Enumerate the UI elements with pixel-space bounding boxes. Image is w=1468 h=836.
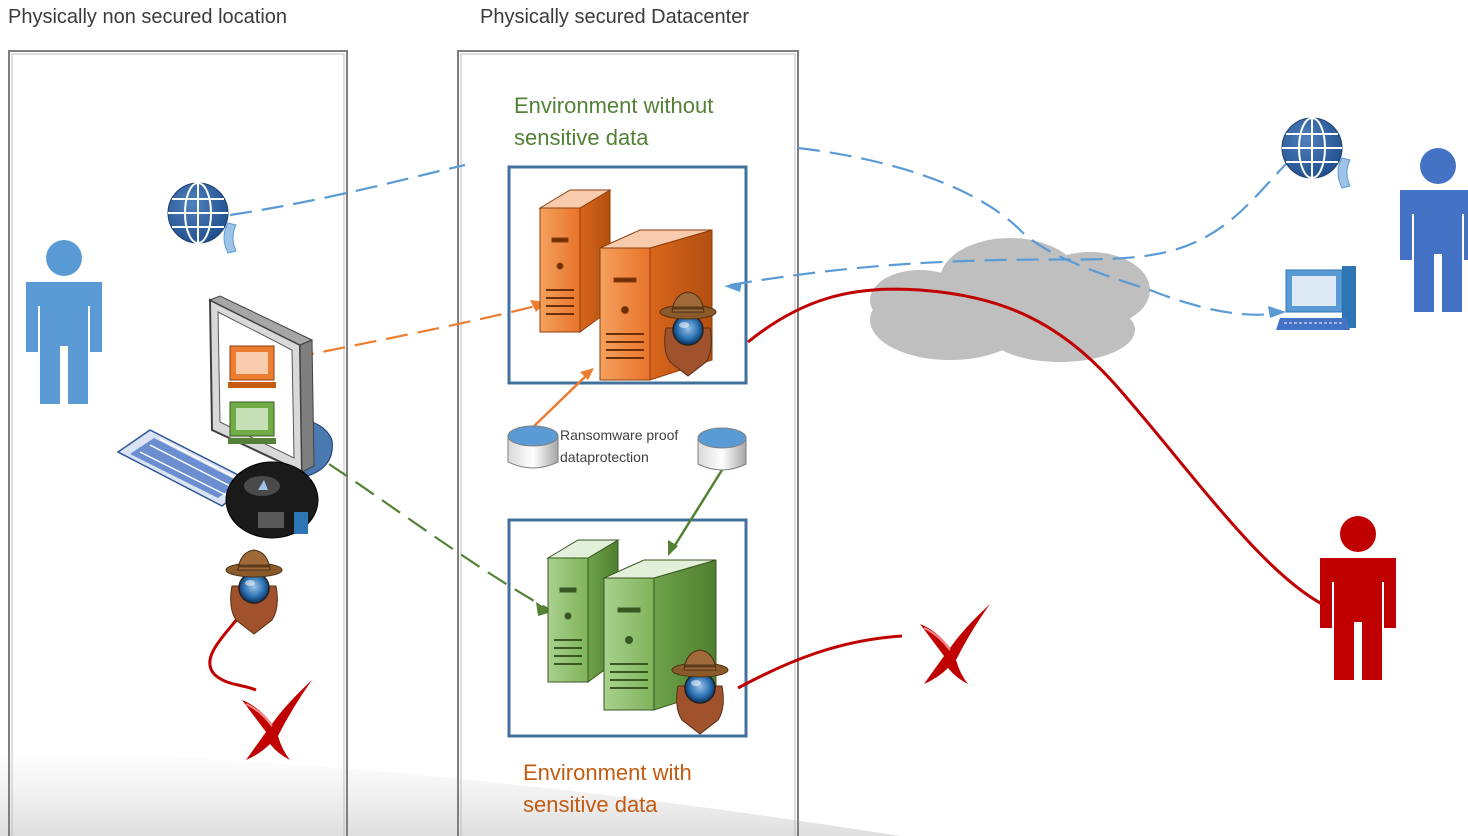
env-without-sensitive-title: Environment without sensitive data [514, 90, 713, 154]
backup-label-line2: dataprotection [560, 449, 649, 465]
database-icon-right [697, 427, 747, 471]
backup-arrow-green [670, 469, 724, 551]
computer-icon-remote [1276, 266, 1356, 330]
datacenter-zone-box [457, 50, 799, 836]
person-icon-attacker [1320, 516, 1396, 680]
non-secured-zone-box [8, 50, 348, 836]
cloud-icon [870, 238, 1150, 362]
internet-connections [229, 146, 1291, 316]
zone-title-non-secured: Physically non secured location [8, 6, 288, 28]
env-with-sensitive-line2: sensitive data [523, 792, 658, 817]
database-icon-left [507, 425, 559, 469]
globe-phone-icon-left [167, 182, 237, 254]
person-icon-local-user [26, 240, 102, 404]
backup-arrow-orange [529, 371, 591, 431]
attack-paths [208, 287, 1323, 692]
blocked-x-icon-right [919, 603, 991, 685]
person-icon-remote-user [1400, 148, 1468, 312]
workstation-icon [116, 295, 333, 539]
env-without-sensitive-line1: Environment without [514, 93, 714, 118]
zone-title-datacenter: Physically secured Datacenter [480, 6, 750, 28]
globe-phone-icon-right [1281, 117, 1351, 189]
env-without-sensitive-line2: sensitive data [514, 125, 649, 150]
orange-connection [291, 303, 541, 360]
env-with-sensitive-title: Environment with sensitive data [523, 757, 692, 821]
env-with-sensitive-line1: Environment with [523, 760, 692, 785]
backup-label-line1: Ransomware proof [560, 427, 679, 443]
blocked-x-icon-left [241, 679, 313, 761]
floor-reflection [0, 750, 900, 836]
backup-label: Ransomware proof dataprotection [560, 424, 678, 468]
